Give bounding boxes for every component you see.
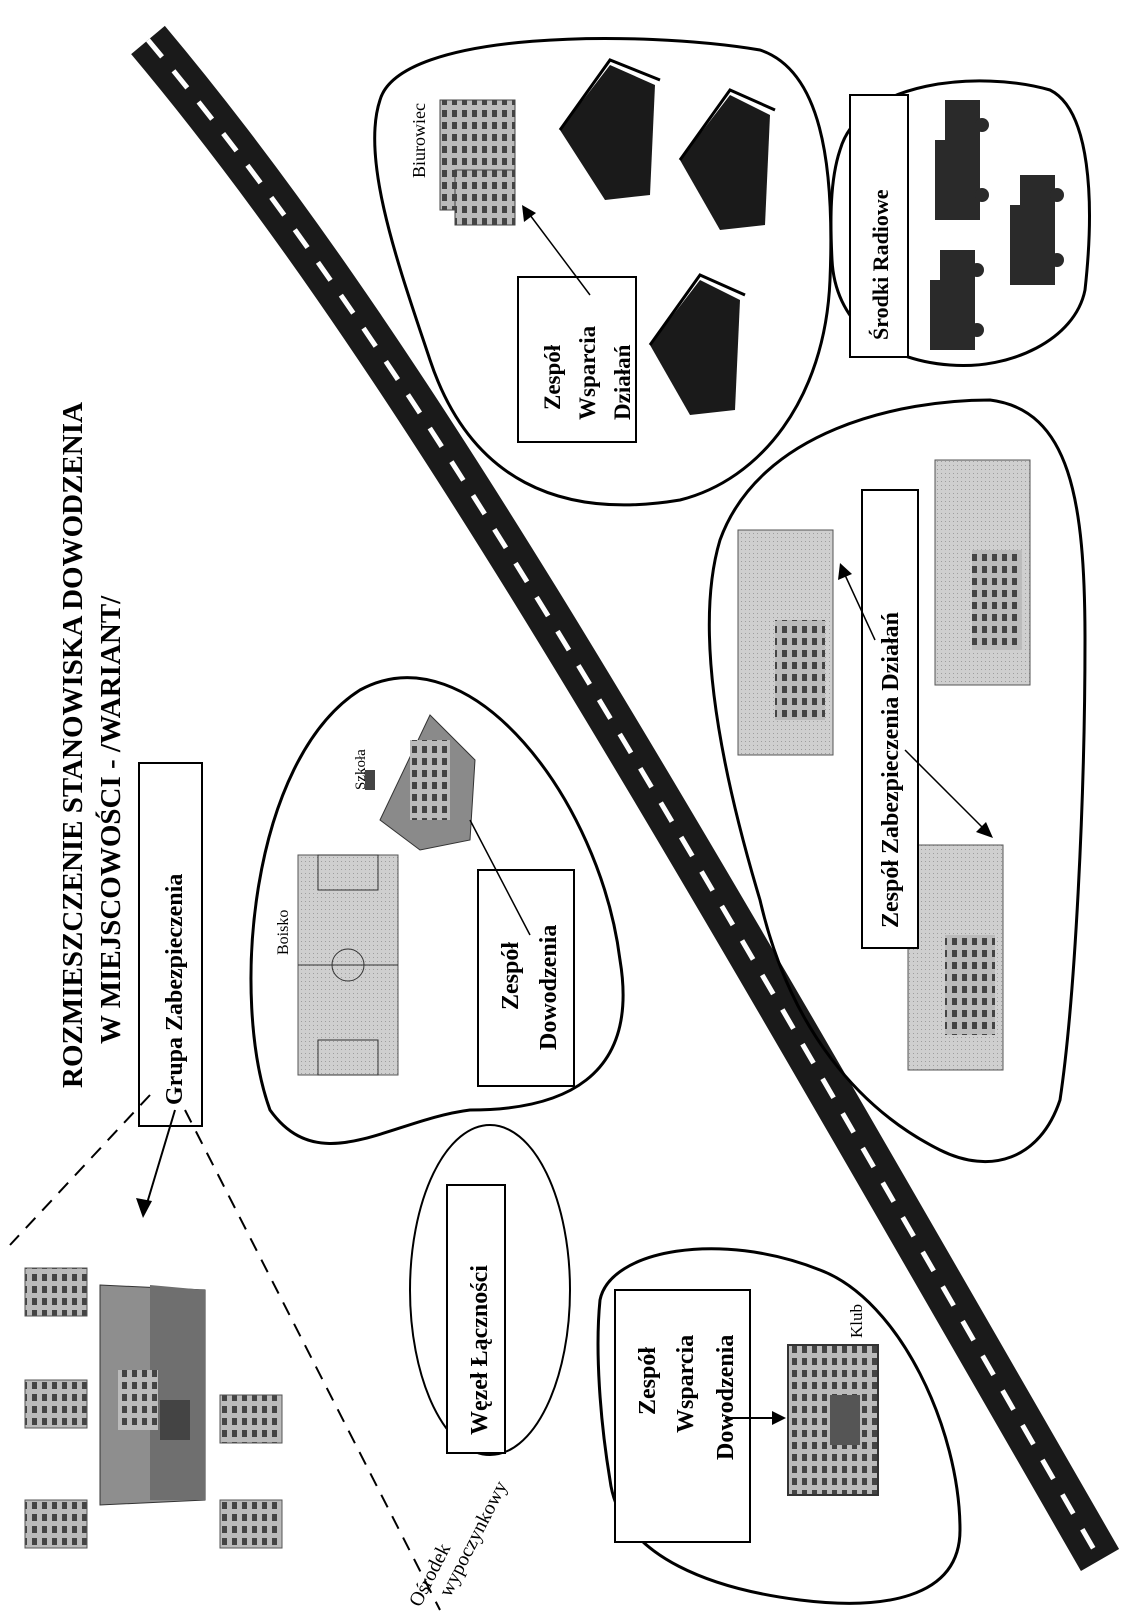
arrow-to-warehouse (844, 574, 876, 641)
arrow-head (522, 205, 536, 222)
grupa-zabezpieczenia: Grupa Zabezpieczenia (136, 762, 203, 1218)
office-building-icon (439, 99, 516, 226)
boisko-label: Boisko (275, 910, 292, 955)
connector-line (469, 819, 531, 936)
zespol-wsparcia-dowodzenia-label-1: Zespół (635, 1347, 661, 1415)
radio-truck-icon (930, 250, 984, 350)
title-line-2: W MIEJSCOWOŚCI - /WARIANT/ (94, 595, 127, 1044)
title: ROZMIESZCZENIE STANOWISKA DOWODZENIA (57, 402, 89, 1088)
szkola-label: Szkoła (353, 749, 369, 790)
wezel-lacznosci-label: Węzeł Łączności (467, 1265, 493, 1435)
srodki-radiowe-region: Środki Radiowe (829, 79, 1091, 368)
zespol-wsparcia-dzialan-label-2: Wsparcia (575, 325, 600, 420)
wypoczynkowy-label: wypoczynkowy (435, 1477, 512, 1600)
arrow-head (838, 563, 852, 580)
arrow-to-warehouse (904, 749, 986, 831)
resort-boundary (9, 1094, 441, 1611)
zespol-wsparcia-dzialan-label-1: Zespół (540, 344, 565, 410)
arrow-head (772, 1411, 786, 1425)
zespol-zabezpieczenia-dzialan-label: Zespół Zabezpieczenia Działań (878, 612, 904, 928)
tent-icon (678, 88, 776, 230)
zespol-zabezpieczenia-dzialan-region: Zespół Zabezpieczenia Działań (707, 398, 1087, 1164)
zespol-wsparcia-dzialan-region: Biurowiec Zespół Wsparcia Działań (373, 37, 833, 507)
school-icon (365, 714, 476, 851)
small-house-icon (219, 1499, 283, 1549)
zespol-dowodzenia-label-2: Dowodzenia (536, 925, 562, 1050)
zespol-dowodzenia-label-1: Zespół (498, 942, 524, 1010)
tent-icon (558, 58, 661, 200)
zespol-wsparcia-dowodzenia-region: Zespół Wsparcia Dowodzenia Klub (596, 1247, 962, 1605)
small-house-icon (24, 1499, 88, 1549)
road (131, 25, 1120, 1571)
resort-buildings (24, 1267, 283, 1549)
zespol-wsparcia-dowodzenia-label-2: Wsparcia (673, 1335, 699, 1433)
arrow-head (136, 1198, 152, 1218)
arrow-to-resort (144, 1109, 176, 1211)
warehouse-icon (934, 459, 1031, 686)
zespol-dowodzenia-region: Boisko Szkoła Zespół Dowodzenia (249, 676, 625, 1145)
radio-truck-icon (935, 100, 989, 220)
warehouse-icon (907, 844, 1004, 1071)
arrow-head (976, 822, 993, 838)
tent-icon (648, 273, 746, 415)
title-line-1: ROZMIESZCZENIE STANOWISKA DOWODZENIA (57, 402, 89, 1088)
football-field-icon (297, 854, 399, 1076)
small-house-icon (219, 1394, 283, 1444)
title-2: W MIEJSCOWOŚCI - /WARIANT/ (94, 595, 127, 1044)
club-building-icon (787, 1344, 879, 1496)
wypoczynkowy-text: wypoczynkowy (435, 1477, 512, 1600)
zespol-wsparcia-dzialan-label-3: Działań (610, 344, 635, 420)
radio-truck-icon (1010, 175, 1064, 285)
small-house-icon (24, 1267, 88, 1317)
main-house-icon (99, 1284, 206, 1506)
srodki-radiowe-label: Środki Radiowe (868, 189, 893, 340)
arrow-to-office (529, 214, 591, 296)
wezel-lacznosci: Węzeł Łączności (409, 1124, 571, 1456)
klub-label: Klub (847, 1304, 866, 1338)
biurowiec-label: Biurowiec (409, 103, 429, 178)
zespol-wsparcia-dowodzenia-label-3: Dowodzenia (713, 1335, 739, 1460)
grupa-zabezpieczenia-label: Grupa Zabezpieczenia (162, 874, 188, 1105)
small-house-icon (24, 1379, 88, 1429)
warehouse-icon (737, 529, 834, 756)
